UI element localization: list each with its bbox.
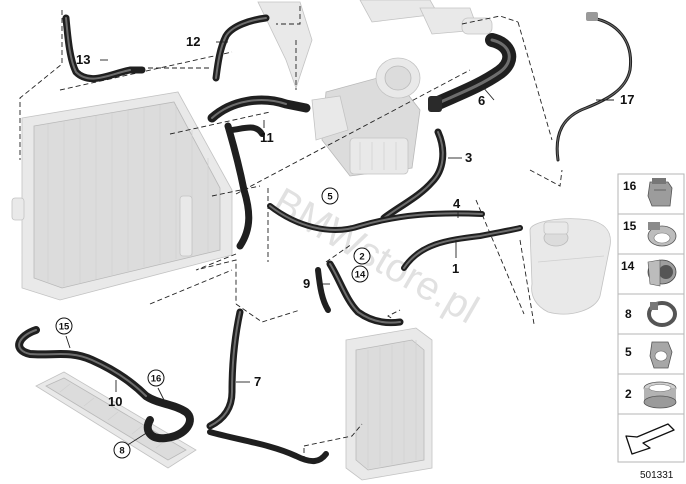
callout-12: 12: [186, 34, 200, 49]
circled-callout-15: 15: [55, 317, 73, 335]
document-number: 501331: [640, 470, 674, 481]
worm-clamp-icon: [647, 222, 677, 247]
svg-text:5: 5: [625, 345, 632, 359]
circled-callout-8: 8: [113, 441, 131, 459]
clip-clamp-icon: [649, 341, 673, 369]
hose-1: [401, 225, 523, 271]
svg-text:16: 16: [151, 374, 162, 385]
hose-11: [207, 95, 311, 250]
expansion-tank: [529, 218, 611, 315]
svg-text:5: 5: [327, 192, 333, 203]
svg-text:15: 15: [623, 219, 637, 233]
circled-callout-5: 5: [321, 187, 339, 205]
callout-10: 10: [108, 394, 122, 409]
hose-4: [267, 203, 485, 233]
circled-callout-2: 2: [353, 247, 371, 265]
callout-4: 4: [453, 196, 461, 211]
hose-7: [206, 308, 329, 464]
wide-clamp-icon: [647, 259, 677, 287]
callout-11: 11: [260, 130, 274, 145]
svg-text:8: 8: [119, 446, 124, 457]
callout-17: 17: [620, 92, 634, 107]
hose-3: [380, 128, 447, 222]
legend-item-direction: [617, 413, 685, 463]
callout-3: 3: [465, 150, 472, 165]
svg-text:2: 2: [359, 252, 364, 263]
legend-item-8: 8: [617, 293, 685, 335]
hoses: [15, 12, 633, 464]
legend-item-2: 2: [617, 373, 685, 415]
legend-item-15: 15: [617, 213, 685, 255]
svg-text:2: 2: [625, 387, 632, 401]
legend-item-14: 14: [617, 253, 685, 295]
svg-text:15: 15: [59, 322, 70, 333]
hose-13: [62, 14, 146, 83]
hose-10: [15, 326, 194, 443]
auxiliary-radiator: [345, 327, 433, 481]
callout-labels: 1 3 4 6 7 9 10 11 12 13 17: [76, 34, 634, 409]
circled-callout-14: 14: [351, 265, 369, 283]
engine-block: [257, 0, 493, 177]
callout-6: 6: [478, 93, 485, 108]
circled-callout-16: 16: [147, 369, 165, 387]
hose-clip-icon: [647, 178, 673, 207]
legend-item-5: 5: [617, 333, 685, 375]
circled-callouts: 2 5 8 14 15 16: [55, 187, 371, 459]
legend-item-16: 16: [617, 173, 685, 215]
radiator-fins: [47, 105, 209, 286]
radiator: [11, 91, 233, 301]
hose-6: [428, 33, 517, 112]
band-clamp-icon: [643, 381, 677, 409]
direction-arrow-icon: [625, 423, 675, 455]
background-components: [11, 0, 611, 481]
spring-clamp-icon: [647, 301, 677, 327]
svg-text:14: 14: [355, 270, 366, 281]
callout-13: 13: [76, 52, 90, 67]
svg-text:16: 16: [623, 179, 637, 193]
svg-text:14: 14: [621, 259, 635, 273]
callout-1: 1: [452, 261, 459, 276]
reference-lines: [19, 6, 563, 462]
legend: 16 15 14: [617, 173, 685, 463]
hose-9: [315, 260, 404, 327]
hose-12: [212, 14, 270, 82]
svg-text:8: 8: [625, 307, 632, 321]
callout-7: 7: [254, 374, 261, 389]
hose-17: [555, 12, 633, 162]
callout-9: 9: [303, 276, 310, 291]
